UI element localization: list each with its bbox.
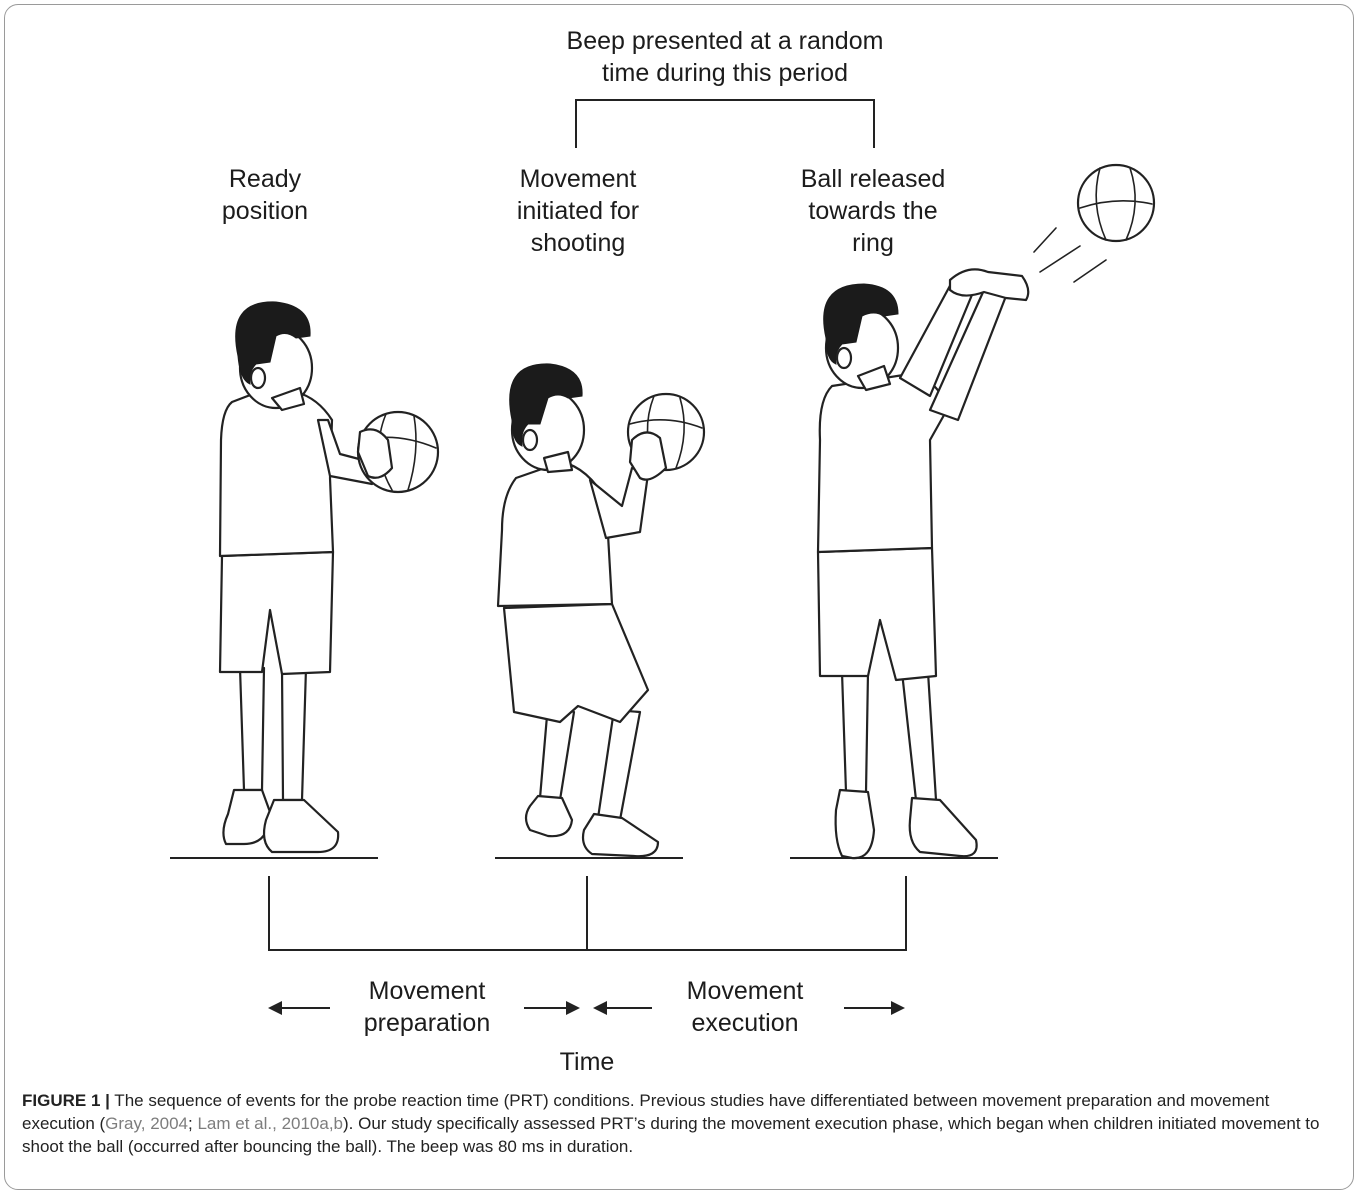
caption-text-part-2: ; bbox=[188, 1114, 198, 1133]
stage-label-ready-line2: position bbox=[221, 197, 309, 225]
caption-reference-gray-2004[interactable]: Gray, 2004 bbox=[105, 1114, 189, 1133]
caption-text-part-1: The sequence of events for the probe rea… bbox=[22, 1091, 1270, 1133]
stage-label-initiated-line3: shooting bbox=[530, 229, 626, 257]
stage-label-released: Ball released towards the ring bbox=[763, 163, 983, 259]
stage-label-initiated-line1: Movement bbox=[519, 165, 637, 193]
arrow-left-preparation bbox=[268, 1001, 330, 1015]
figure-frame bbox=[4, 4, 1354, 1190]
phase-label-preparation-line1: Movement bbox=[368, 977, 486, 1005]
stage-label-ready: Ready position bbox=[165, 163, 365, 227]
stage-label-initiated-line2: initiated for bbox=[516, 197, 640, 225]
caption-figure-label: FIGURE 1 | bbox=[22, 1091, 110, 1110]
time-axis-label: Time bbox=[559, 1048, 615, 1076]
caption-reference-lam-2010[interactable]: Lam et al., 2010a,b bbox=[197, 1114, 344, 1133]
beep-period-label: Beep presented at a random time during t… bbox=[500, 25, 950, 89]
caption-text-part-3: ). Our study specifically assessed PRT’s… bbox=[22, 1114, 1320, 1156]
child-ready-position-figure bbox=[218, 301, 440, 854]
arrow-right-execution bbox=[844, 1001, 905, 1015]
stage-label-released-line3: ring bbox=[852, 229, 894, 257]
beep-period-label-line2: time during this period bbox=[602, 59, 848, 87]
stage-label-released-line1: Ball released bbox=[800, 165, 946, 193]
phase-label-preparation-line2: preparation bbox=[363, 1009, 491, 1037]
beep-period-bracket bbox=[575, 99, 875, 148]
arrow-left-execution bbox=[593, 1001, 652, 1015]
figure-caption: FIGURE 1 | The sequence of events for th… bbox=[22, 1089, 1340, 1158]
beep-period-label-line1: Beep presented at a random bbox=[566, 27, 884, 55]
stage-label-ready-line1: Ready bbox=[228, 165, 302, 193]
stage-label-released-line2: towards the bbox=[808, 197, 938, 225]
stage-label-initiated: Movement initiated for shooting bbox=[478, 163, 678, 259]
phase-label-execution-line2: execution bbox=[691, 1009, 799, 1037]
child-movement-initiated-figure bbox=[496, 363, 706, 858]
phase-label-execution-line1: Movement bbox=[686, 977, 804, 1005]
phase-label-execution: Movement execution bbox=[655, 975, 835, 1039]
child-ball-released-figure bbox=[816, 163, 1156, 860]
phase-label-preparation: Movement preparation bbox=[337, 975, 517, 1039]
arrow-right-preparation bbox=[524, 1001, 580, 1015]
